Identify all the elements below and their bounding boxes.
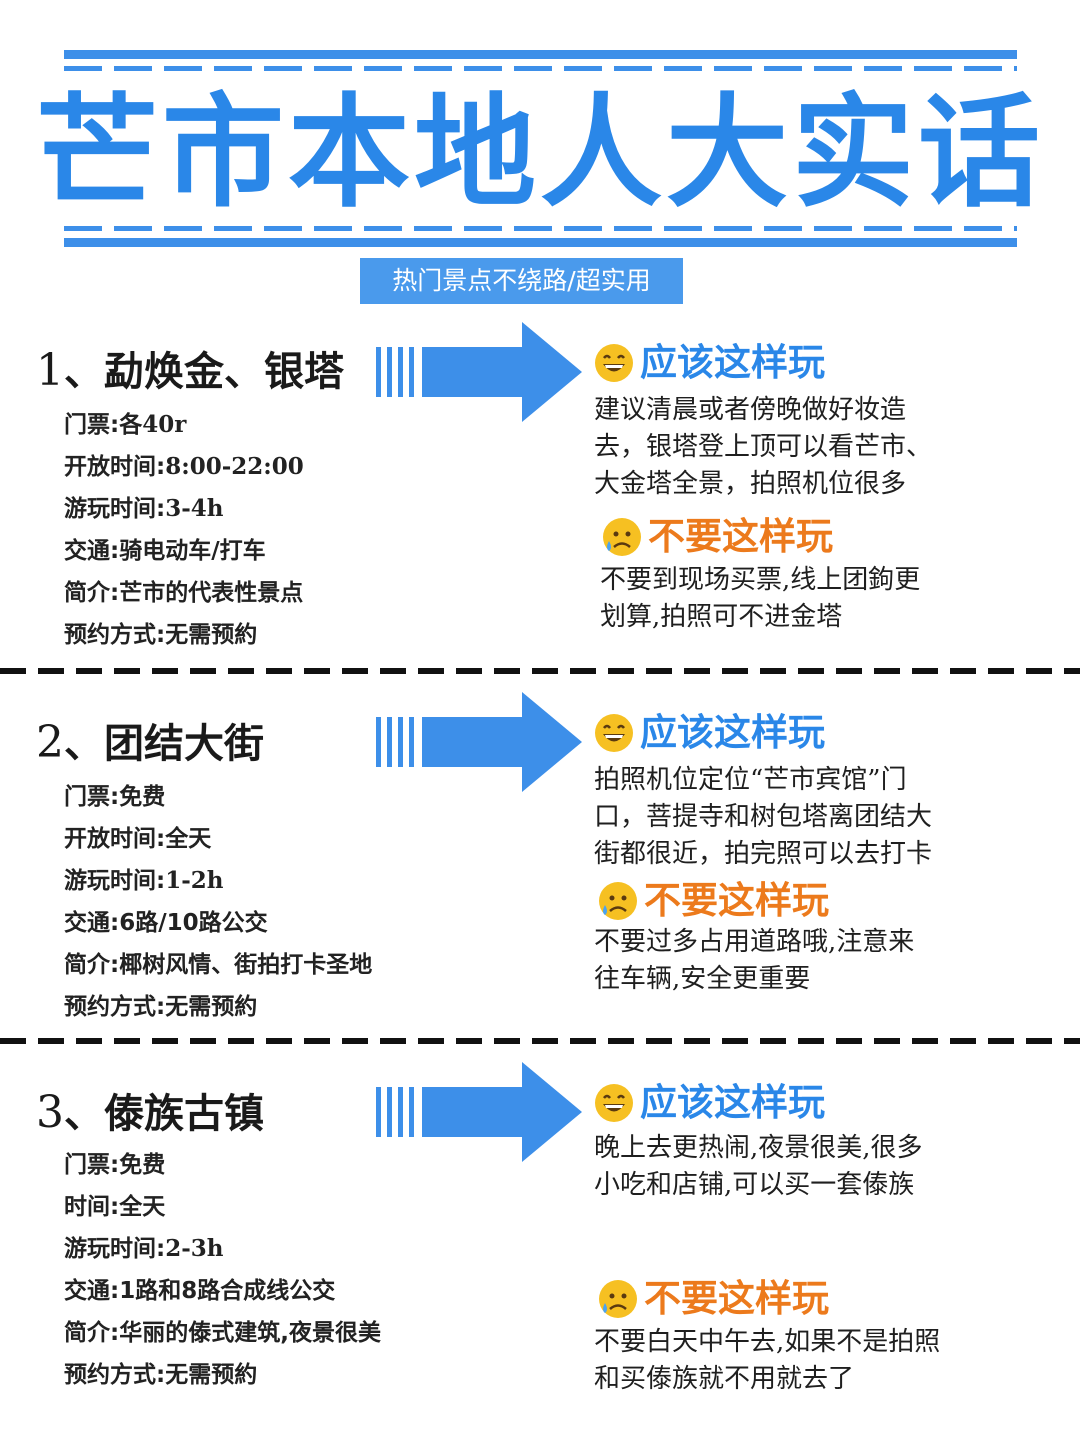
title-bottom-dash bbox=[64, 226, 1017, 231]
info-booking: 预约方式:无需预約 bbox=[64, 622, 258, 648]
sad-sweat-face-icon bbox=[599, 882, 637, 920]
bad-tip-text-2: 不要过多占用道路哦,注意来 往车辆,安全更重要 bbox=[594, 927, 915, 994]
info-intro: 简介:华丽的傣式建筑,夜景很美 bbox=[64, 1320, 381, 1346]
good-tip-text-2: 拍照机位定位“芒市宾馆”门 口，菩提寺和树包塔离团结大 街都很近，拍完照可以去打… bbox=[594, 765, 933, 869]
title-top-bar bbox=[64, 50, 1017, 59]
sad-sweat-face-icon bbox=[599, 1280, 637, 1318]
section-divider bbox=[0, 668, 1080, 674]
sad-sweat-face-icon bbox=[603, 518, 641, 556]
section-title-3: 3、傣族古镇 bbox=[36, 1087, 264, 1138]
bad-tip-text-3: 不要白天中午去,如果不是拍照 和买傣族就不用就去了 bbox=[594, 1327, 941, 1394]
info-booking: 预约方式:无需预約 bbox=[64, 994, 258, 1020]
section-info-2: 门票:免费 开放时间:全天 游玩时间:1-2h 交通:6路/10路公交 简介:椰… bbox=[64, 782, 372, 1034]
info-intro: 简介:椰树风情、街拍打卡圣地 bbox=[64, 952, 373, 978]
info-transport: 交通:骑电动车/打车 bbox=[64, 538, 266, 564]
info-open-time: 开放时间:全天 bbox=[64, 826, 212, 852]
good-tip-heading-1: 应该这样玩 bbox=[594, 340, 825, 386]
info-duration: 游玩时间:3-4h bbox=[64, 495, 224, 522]
subtitle-badge: 热门景点不绕路/超实用 bbox=[360, 258, 683, 304]
good-tip-heading-2: 应该这样玩 bbox=[594, 710, 825, 756]
section-title-2: 2、团结大街 bbox=[36, 717, 264, 768]
good-tip-text-3: 晚上去更热闹,夜景很美,很多 小吃和店铺,可以买一套傣族 bbox=[594, 1133, 923, 1200]
bad-tip-heading-1: 不要这样玩 bbox=[602, 514, 833, 560]
info-open-time: 时间:全天 bbox=[64, 1194, 166, 1220]
info-open-time: 开放时间:8:00-22:00 bbox=[64, 453, 304, 480]
info-booking: 预约方式:无需预約 bbox=[64, 1362, 258, 1388]
right-arrow-icon bbox=[376, 1062, 582, 1162]
info-ticket: 门票:免费 bbox=[64, 784, 166, 810]
info-ticket: 门票:各40r bbox=[64, 411, 187, 438]
bad-tip-text-1: 不要到现场买票,线上团鉤更 划算,拍照可不进金塔 bbox=[600, 565, 921, 632]
grinning-face-icon bbox=[595, 714, 633, 752]
info-intro: 简介:芒市的代表性景点 bbox=[64, 580, 304, 606]
info-duration: 游玩时间:1-2h bbox=[64, 867, 224, 894]
bad-tip-heading-3: 不要这样玩 bbox=[598, 1276, 829, 1322]
bad-tip-heading-2: 不要这样玩 bbox=[598, 878, 829, 924]
page-title: 芒市本地人大实话 bbox=[36, 82, 1044, 224]
section-info-3: 门票:免费 时间:全天 游玩时间:2-3h 交通:1路和8路合成线公交 简介:华… bbox=[64, 1150, 381, 1402]
section-divider bbox=[0, 1038, 1080, 1044]
section-info-1: 门票:各40r 开放时间:8:00-22:00 游玩时间:3-4h 交通:骑电动… bbox=[64, 410, 304, 662]
right-arrow-icon bbox=[376, 322, 582, 422]
info-transport: 交通:1路和8路合成线公交 bbox=[64, 1278, 336, 1304]
grinning-face-icon bbox=[595, 344, 633, 382]
info-transport: 交通:6路/10路公交 bbox=[64, 910, 268, 936]
right-arrow-icon bbox=[376, 692, 582, 792]
good-tip-heading-3: 应该这样玩 bbox=[594, 1080, 825, 1126]
good-tip-text-1: 建议清晨或者傍晚做好妆造 去，银塔登上顶可以看芒市、 大金塔全景，拍照机位很多 bbox=[594, 395, 933, 499]
title-bottom-bar bbox=[64, 238, 1017, 247]
title-top-dash bbox=[64, 66, 1017, 71]
section-title-1: 1、勐焕金、银塔 bbox=[36, 345, 344, 396]
info-duration: 游玩时间:2-3h bbox=[64, 1235, 224, 1262]
info-ticket: 门票:免费 bbox=[64, 1152, 166, 1178]
grinning-face-icon bbox=[595, 1084, 633, 1122]
